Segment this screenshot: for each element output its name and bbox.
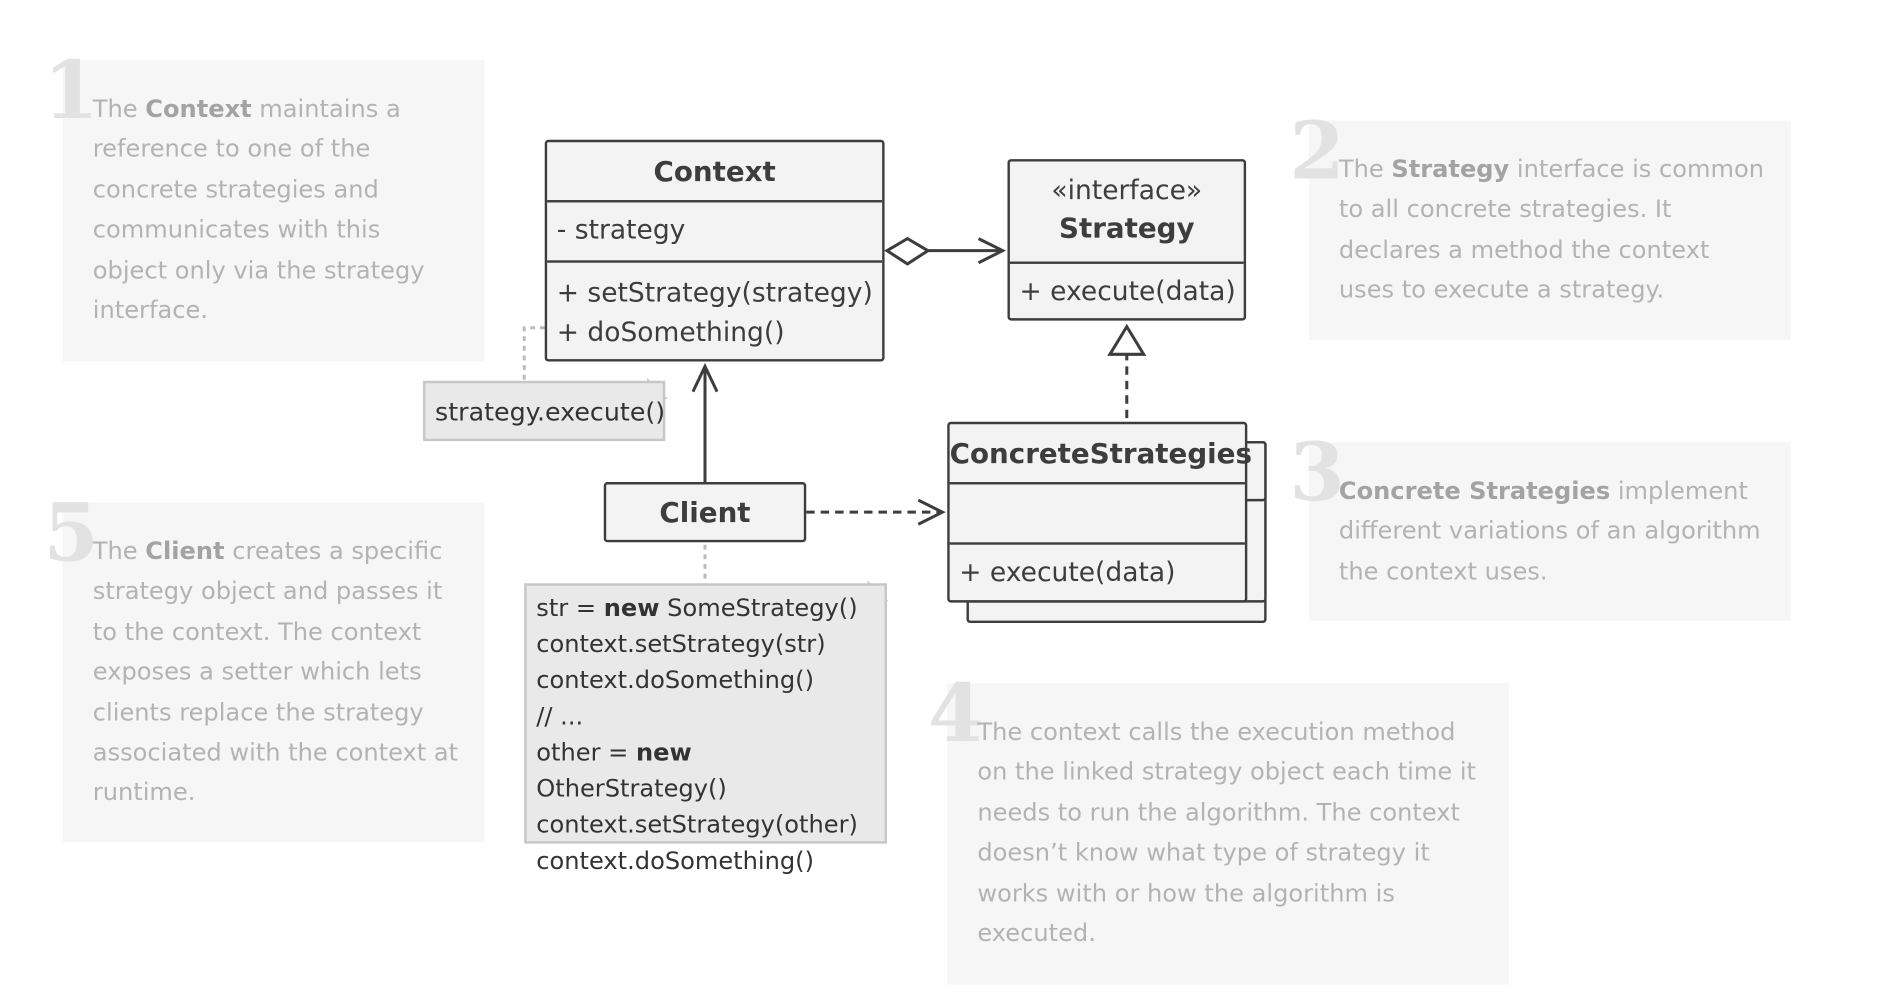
text-line: to all concrete strategies. It xyxy=(1338,194,1672,224)
context-note-connector xyxy=(522,326,545,381)
realization-triangle xyxy=(1107,323,1147,356)
class-fields xyxy=(949,482,1245,542)
text-line: clients replace the strategy xyxy=(92,697,424,727)
class-methods: + setStrategy(strategy) + doSomething() xyxy=(547,260,883,353)
note-number: 2 xyxy=(1289,103,1345,198)
class-title: ConcreteStrategies xyxy=(949,438,1252,470)
text-line: works with or how the algorithm is xyxy=(977,878,1395,908)
dependency-arrowhead xyxy=(917,498,946,526)
text-line: The Client creates a specific xyxy=(92,536,443,566)
text-line: concrete strategies and xyxy=(92,174,379,204)
concrete-strategies-class[interactable]: ConcreteStrategies + execute(data) xyxy=(947,421,1252,603)
note-number: 5 xyxy=(43,485,99,580)
text-line: other = new OtherStrategy() xyxy=(536,737,727,803)
text-line: Concrete Strategies implement xyxy=(1338,476,1748,505)
text-line: reference to one of the xyxy=(92,134,371,164)
note-text: Concrete Strategies implement different v… xyxy=(1339,471,1785,592)
text-line: context.setStrategy(str) xyxy=(536,629,826,658)
text-line: exposes a setter which lets xyxy=(92,657,422,686)
stereotype-label: «interface» xyxy=(1051,175,1203,207)
text-line: context.doSomething() xyxy=(536,665,815,695)
client-code-note: str = new SomeStrategy() context.setStrat… xyxy=(524,583,887,875)
aggregation-arrowhead xyxy=(977,237,1007,265)
text-line: to the context. The context xyxy=(92,616,422,646)
client-class[interactable]: Client xyxy=(603,482,807,543)
note-text: The Strategy interface is common to all c… xyxy=(1339,149,1785,310)
class-methods: + execute(data) xyxy=(1009,261,1244,319)
strategy-interface[interactable]: «interface» Strategy + execute(data) xyxy=(1007,159,1247,321)
context-code-note: strategy.execute() xyxy=(423,380,666,442)
text-line: communicates with this xyxy=(92,214,381,244)
text-line: declares a method the context xyxy=(1338,234,1710,264)
method: + execute(data) xyxy=(959,557,1176,589)
text-line: strategy object and passes it xyxy=(92,576,443,606)
code-lines: str = new SomeStrategy() context.setStrat… xyxy=(536,589,884,878)
note-text: The Context maintains a reference to one … xyxy=(93,89,479,331)
text-line: different variations of an algorithm xyxy=(1338,516,1761,546)
text-line: runtime. xyxy=(92,777,196,807)
text-line: needs to run the algorithm. The context xyxy=(977,797,1460,827)
code-text: strategy.execute() xyxy=(435,397,666,427)
aggregation-diamond xyxy=(884,236,931,266)
class-title: Context xyxy=(653,156,776,188)
method: + execute(data) xyxy=(1019,277,1236,308)
text-line: object only via the strategy xyxy=(92,255,425,284)
class-methods: + execute(data) xyxy=(949,542,1245,599)
text-line: executed. xyxy=(977,918,1096,948)
text-line: The Context maintains a xyxy=(92,94,401,123)
note-number: 3 xyxy=(1289,425,1345,520)
class-title: Client xyxy=(659,497,751,530)
method: + doSomething() xyxy=(556,318,785,349)
text-line: context.setStrategy(other) xyxy=(536,809,858,839)
text-line: str = new SomeStrategy() xyxy=(536,592,858,622)
class-fields: - strategy xyxy=(547,200,883,260)
text-line: context.doSomething() xyxy=(536,846,815,875)
text-line: The context calls the execution method xyxy=(977,717,1456,746)
text-line: the context uses. xyxy=(1338,556,1548,586)
note-text: The context calls the execution method on… xyxy=(977,712,1502,954)
field: - strategy xyxy=(556,215,686,246)
text-line: on the linked strategy object each time … xyxy=(977,757,1476,787)
context-class[interactable]: Context - strategy + setStrategy(strateg… xyxy=(544,139,885,362)
class-title: Strategy xyxy=(1059,213,1195,245)
association-arrowhead xyxy=(691,362,719,393)
text-line: The Strategy interface is common xyxy=(1338,154,1764,184)
note-panel-4: 4 The context calls the execution method… xyxy=(928,674,1509,985)
note-number: 1 xyxy=(43,43,99,138)
note-text: The Client creates a specific strategy ob… xyxy=(93,531,479,813)
text-line: // ... xyxy=(536,701,584,731)
text-line: interface. xyxy=(92,295,208,325)
text-line: doesn’t know what type of strategy it xyxy=(977,837,1430,867)
text-line: associated with the context at xyxy=(92,737,459,767)
text-line: uses to execute a strategy. xyxy=(1338,275,1665,304)
note-number: 4 xyxy=(927,666,984,761)
method: + setStrategy(strategy) xyxy=(556,278,873,309)
